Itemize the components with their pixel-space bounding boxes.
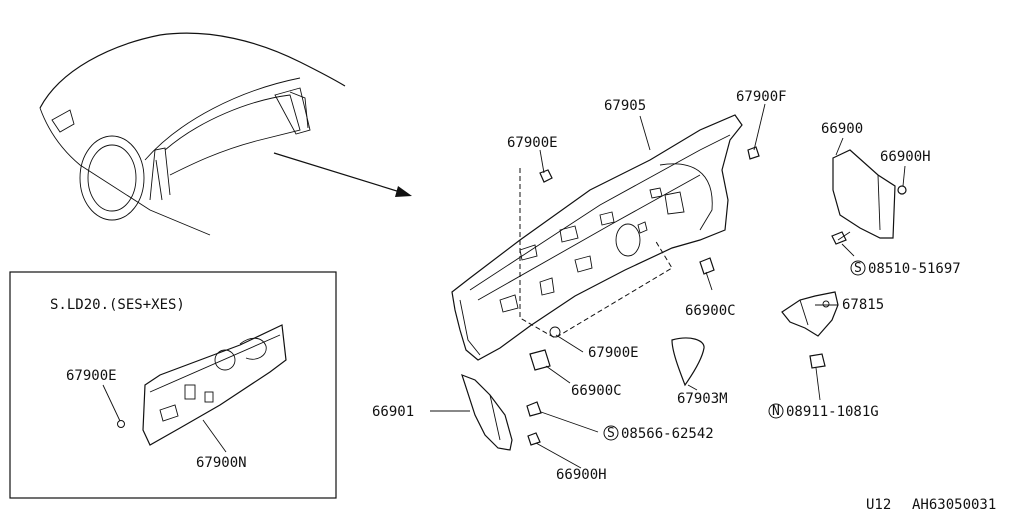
label-66901: 66901 bbox=[372, 404, 414, 420]
label-08510: 08510-51697 bbox=[868, 261, 961, 277]
label-08911: 08911-1081G bbox=[786, 404, 879, 420]
nut-08911 bbox=[809, 353, 826, 369]
standard-part-mark-icon-2: S bbox=[607, 426, 615, 441]
label-67815: 67815 bbox=[842, 297, 884, 313]
label-08911-group: N 08911-1081G bbox=[768, 403, 879, 420]
clip-66900C-low bbox=[529, 349, 551, 371]
vehicle-outline-sketch bbox=[39, 32, 346, 236]
label-08566-group: S 08566-62542 bbox=[603, 425, 714, 442]
leader-lines bbox=[430, 103, 906, 469]
side-trim-66901 bbox=[461, 373, 513, 451]
label-67900E-mid: 67900E bbox=[588, 345, 639, 361]
standard-part-mark-icon: S bbox=[854, 261, 862, 276]
clip-66900C-right bbox=[699, 257, 715, 275]
inset-title: S.LD20.(SES+XES) bbox=[50, 297, 185, 313]
label-67905: 67905 bbox=[604, 98, 646, 114]
label-67900F: 67900F bbox=[736, 89, 787, 105]
inset-label-67900N: 67900N bbox=[196, 455, 247, 471]
clip-67900E-top bbox=[539, 169, 553, 183]
inset-label-67900E: 67900E bbox=[66, 368, 117, 384]
dash-insulator-part bbox=[451, 114, 743, 361]
direction-arrow bbox=[273, 152, 412, 197]
label-66900H-low: 66900H bbox=[556, 467, 607, 483]
assembly-outline-dashed bbox=[519, 168, 673, 339]
label-66900C-low: 66900C bbox=[571, 383, 622, 399]
side-trim-66900 bbox=[832, 149, 907, 239]
nut-part-mark-icon: N bbox=[772, 404, 780, 419]
label-67903M: 67903M bbox=[677, 391, 728, 407]
clip-67900F bbox=[747, 146, 760, 160]
screw-08566 bbox=[526, 401, 542, 417]
footer-section: U12 bbox=[866, 497, 891, 512]
variant-inset-box: S.LD20.(SES+XES) 67900E 67900N bbox=[9, 271, 337, 499]
label-08510-group: S 08510-51697 bbox=[850, 260, 961, 277]
label-08566: 08566-62542 bbox=[621, 426, 714, 442]
clip-66900H-low bbox=[527, 432, 541, 446]
footer-code: AH63050031 bbox=[912, 497, 996, 512]
bracket-67815 bbox=[781, 291, 839, 337]
label-66900C-right: 66900C bbox=[685, 303, 736, 319]
pad-67903M bbox=[671, 337, 705, 387]
label-66900: 66900 bbox=[821, 121, 863, 137]
screw-08510 bbox=[831, 231, 851, 245]
label-67900E-top: 67900E bbox=[507, 135, 558, 151]
label-66900H-top: 66900H bbox=[880, 149, 931, 165]
